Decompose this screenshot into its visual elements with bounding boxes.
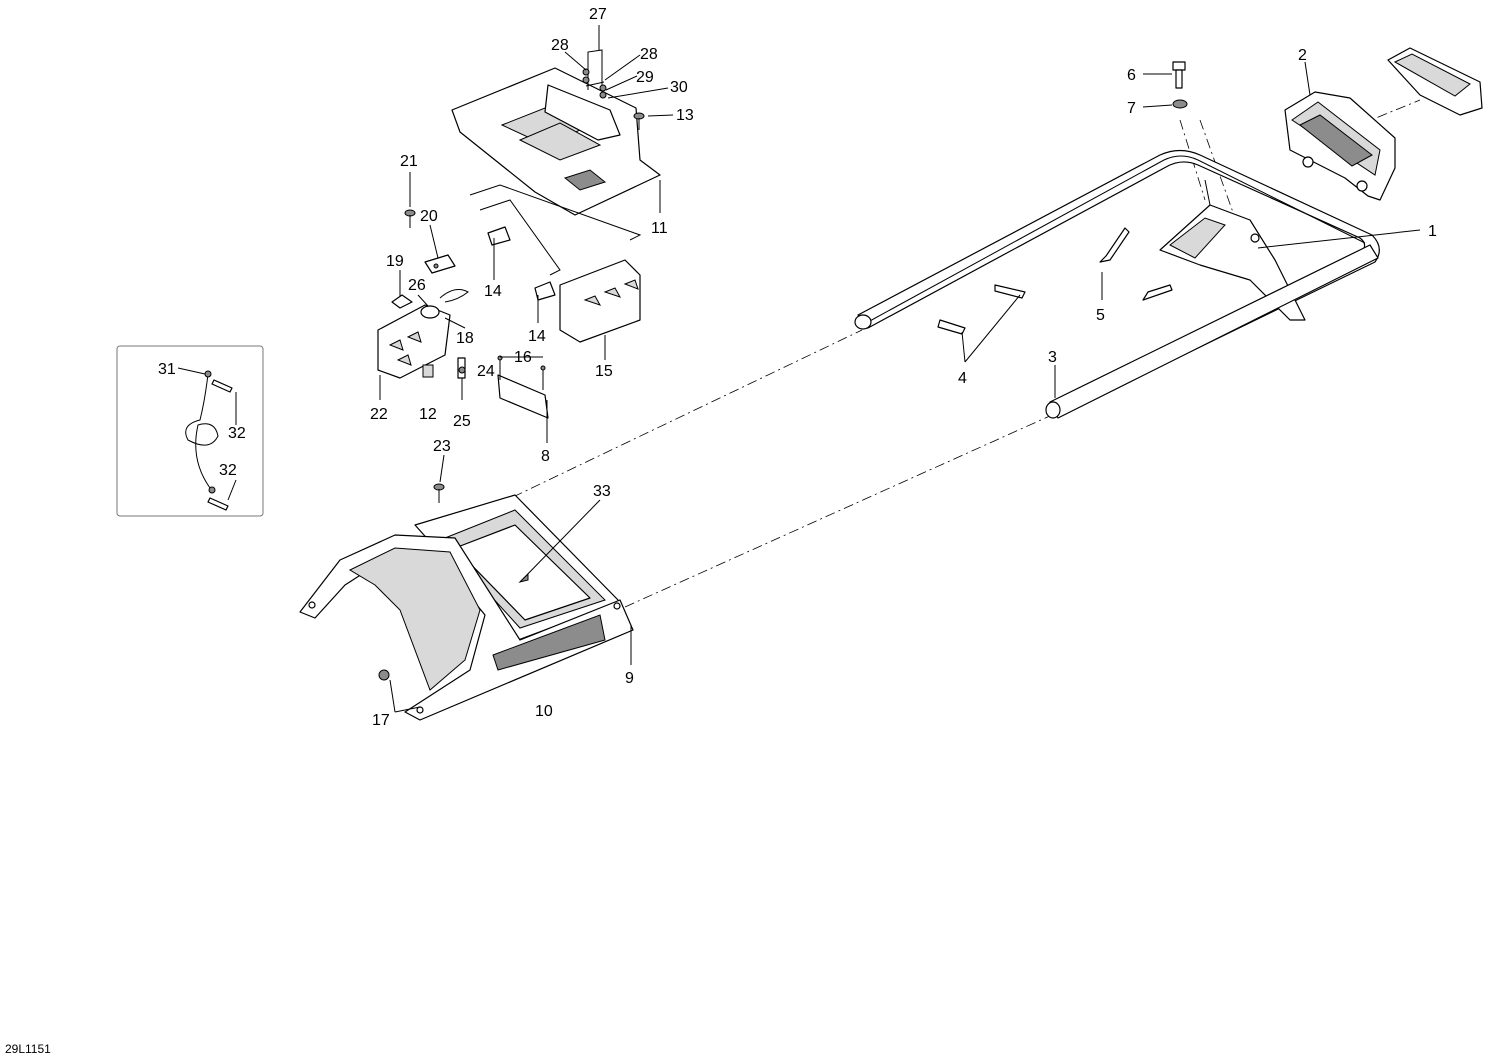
taillight-housing bbox=[1284, 91, 1396, 201]
callout-20: 20 bbox=[420, 208, 438, 225]
bolt-6 bbox=[1172, 61, 1186, 89]
callout-16: 16 bbox=[514, 349, 532, 366]
callout-7: 7 bbox=[1127, 100, 1136, 117]
rear-bumper bbox=[299, 534, 634, 721]
callout-23: 23 bbox=[433, 438, 451, 455]
callout-19: 19 bbox=[386, 253, 404, 270]
hinge-cluster bbox=[377, 209, 469, 379]
callout-28b: 28 bbox=[640, 46, 658, 63]
nuts-28-29-30 bbox=[582, 68, 607, 99]
callout-24: 24 bbox=[477, 363, 495, 380]
callout-6: 6 bbox=[1127, 67, 1136, 84]
callout-22: 22 bbox=[370, 406, 388, 423]
callout-9: 9 bbox=[625, 670, 634, 687]
plate-8 bbox=[497, 355, 549, 419]
callout-10: 10 bbox=[535, 703, 553, 720]
callout-18: 18 bbox=[456, 330, 474, 347]
callout-32b: 32 bbox=[219, 462, 237, 479]
callout-5: 5 bbox=[1096, 307, 1105, 324]
bolt-5 bbox=[1099, 227, 1173, 301]
callout-1: 1 bbox=[1428, 223, 1437, 240]
screw-23 bbox=[433, 483, 445, 503]
lanyard-inset bbox=[116, 345, 264, 517]
callout-11: 11 bbox=[651, 220, 668, 237]
callout-12: 12 bbox=[419, 406, 437, 423]
callout-28a: 28 bbox=[551, 37, 569, 54]
rivet-17 bbox=[378, 669, 390, 681]
callout-14a: 14 bbox=[484, 283, 502, 300]
diagram-code: 29L1151 bbox=[5, 1042, 51, 1056]
callout-2: 2 bbox=[1298, 47, 1307, 64]
callout-14b: 14 bbox=[528, 328, 546, 345]
callout-3: 3 bbox=[1048, 349, 1057, 366]
upper-bracket-assembly bbox=[451, 67, 661, 343]
callout-17: 17 bbox=[372, 712, 390, 729]
taillight-lens bbox=[1387, 47, 1483, 116]
washer-7 bbox=[1172, 99, 1188, 109]
callout-8: 8 bbox=[541, 448, 550, 465]
callout-15: 15 bbox=[595, 363, 613, 380]
rail-insert bbox=[1045, 244, 1379, 419]
callout-31: 31 bbox=[158, 361, 176, 378]
screw-13 bbox=[633, 112, 645, 130]
callouts: 1 2 3 4 5 6 7 8 9 10 11 12 13 14 14 15 1… bbox=[158, 6, 1437, 729]
rear-storage-box bbox=[414, 494, 621, 641]
callout-21: 21 bbox=[400, 153, 418, 170]
callout-30: 30 bbox=[670, 79, 688, 96]
callout-13: 13 bbox=[676, 107, 694, 124]
callout-27: 27 bbox=[589, 6, 607, 23]
callout-32a: 32 bbox=[228, 425, 246, 442]
leader-lines bbox=[177, 25, 1421, 713]
callout-26: 26 bbox=[408, 277, 426, 294]
callout-4: 4 bbox=[958, 370, 967, 387]
callout-33: 33 bbox=[593, 483, 611, 500]
callout-29: 29 bbox=[636, 69, 654, 86]
bolt-4 bbox=[937, 284, 1026, 335]
callout-25: 25 bbox=[453, 413, 471, 430]
